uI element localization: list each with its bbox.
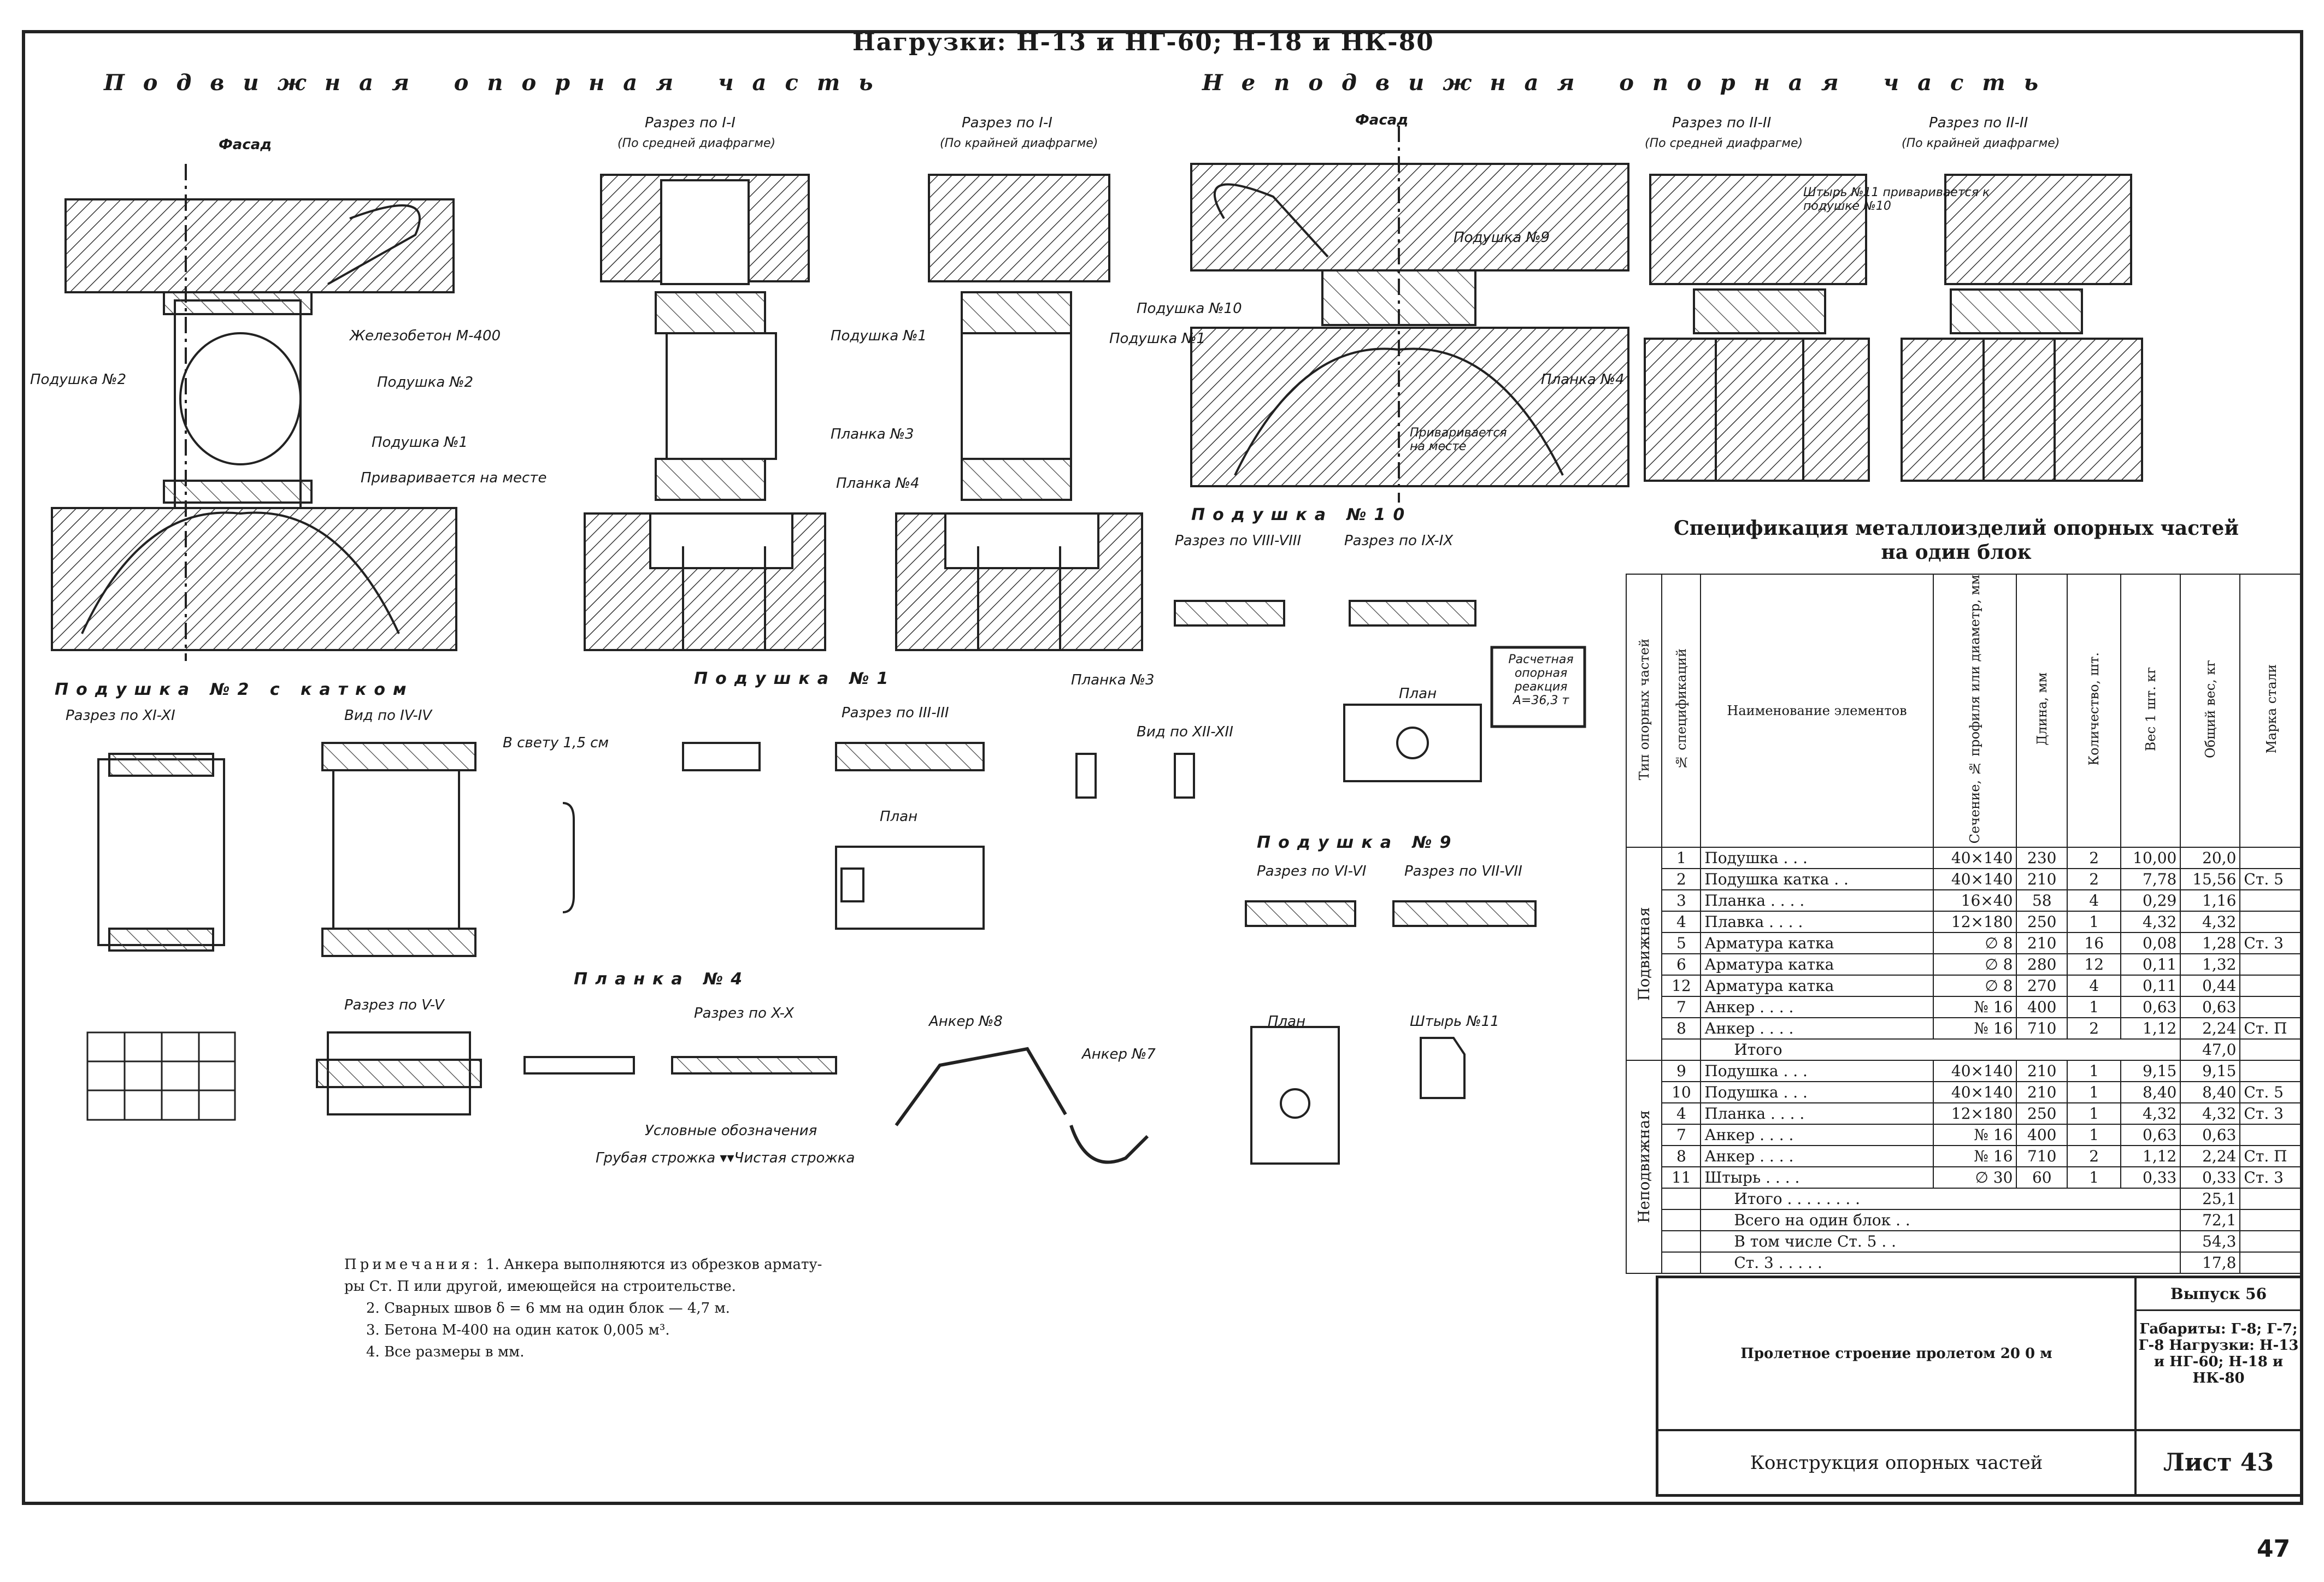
pad10-title: Подушка №10 xyxy=(1191,505,1413,524)
section-9-label: Разрез по IX-IX xyxy=(1344,533,1454,549)
section-1-mid-label: Разрез по I-I xyxy=(645,115,736,131)
pad2-roller-title: Подушка №2 с катком xyxy=(55,680,414,699)
concrete-label: Железобетон М-400 xyxy=(350,328,501,344)
movable-bearing-heading: Подвижная опорная часть xyxy=(104,70,892,96)
plate4-label: Планка №4 xyxy=(836,475,920,492)
stamp-project: Пролетное строение пролетом 20 0 м xyxy=(1658,1278,2137,1431)
facade-label: Фасад xyxy=(219,137,272,153)
spec-title: Спецификация металлоизделий опорных част… xyxy=(1673,517,2239,564)
plan-label: План xyxy=(880,808,918,825)
section-1-mid-sub: (По средней диафрагме) xyxy=(617,137,776,150)
weld-label: Приваривается на месте xyxy=(361,470,547,486)
anchor8-label: Анкер №8 xyxy=(929,1013,1003,1030)
spec-header-row: Тип опорных частей № спецификаций Наимен… xyxy=(1625,573,2303,848)
spec-group-label: Неподвижная xyxy=(1626,1060,1662,1274)
stamp-subject: Конструкция опорных частей xyxy=(1658,1431,2137,1494)
section-11-label: Разрез по XI-XI xyxy=(66,707,175,724)
legend-items: Грубая строжка ▾▾Чистая строжка xyxy=(596,1150,855,1166)
stamp-issue: Выпуск 56 xyxy=(2137,1278,2301,1311)
section-10-label: Разрез по X-X xyxy=(694,1005,794,1022)
section-2-mid-sub: (По средней диафрагме) xyxy=(1645,137,1803,150)
plate3-title: Планка №3 xyxy=(1071,672,1155,688)
title-stamp: Пролетное строение пролетом 20 0 м Выпус… xyxy=(1656,1276,2303,1497)
pad1-label-fixed: Подушка №1 xyxy=(1109,330,1206,347)
pad1-label: Подушка №1 xyxy=(372,434,468,451)
legend-title: Условные обозначения xyxy=(645,1123,817,1139)
notes-block: Примечания: 1. Анкера выполняются из обр… xyxy=(344,1254,1000,1363)
spec-group-label: Подвижная xyxy=(1626,847,1662,1061)
section-2-edge-label: Разрез по II-II xyxy=(1929,115,2028,131)
note-4: 4. Все размеры в мм. xyxy=(366,1344,525,1360)
pad9-label: Подушка №9 xyxy=(1454,229,1550,246)
section-3-label: Разрез по III-III xyxy=(842,705,949,721)
pad1-label-section: Подушка №1 xyxy=(831,328,927,344)
view-12-label: Вид по XII-XII xyxy=(1137,724,1233,740)
pad1-title: Подушка №1 xyxy=(694,669,896,688)
table-total-row: Итого . . . . . . . .25,1 xyxy=(1626,1188,2303,1211)
anchor7-label: Анкер №7 xyxy=(1082,1046,1156,1062)
view-4-label: Вид по IV-IV xyxy=(344,707,432,724)
note-1: 1. Анкера выполняются из обрезков армату… xyxy=(486,1256,822,1273)
note-2: 2. Сварных швов δ = 6 мм на один блок — … xyxy=(366,1300,730,1317)
section-5-label: Разрез по V-V xyxy=(344,997,444,1013)
pad10-label: Подушка №10 xyxy=(1137,300,1242,317)
section-8-label: Разрез по VIII-VIII xyxy=(1175,533,1302,549)
fixed-bearing-heading: Неподвижная опорная часть xyxy=(1202,70,2057,96)
spec-table: Тип опорных частей № спецификаций Наимен… xyxy=(1625,573,2303,1274)
table-total-row: Ст. 3 . . . . .17,8 xyxy=(1626,1252,2303,1274)
pad2-label-left: Подушка №2 xyxy=(30,371,127,388)
facade-fixed-label: Фасад xyxy=(1355,112,1409,128)
plate3-label: Планка №3 xyxy=(831,426,914,442)
stamp-sheet: Лист 43 xyxy=(2163,1449,2274,1477)
plate4-label-fixed: Планка №4 xyxy=(1541,371,1625,388)
plan-label-3: План xyxy=(1268,1013,1306,1030)
weld-label-fixed: Приваривается на месте xyxy=(1410,426,1507,453)
section-2-mid-label: Разрез по II-II xyxy=(1672,115,1772,131)
plan-label-2: План xyxy=(1399,686,1437,702)
page-number: 47 xyxy=(2257,1535,2291,1563)
section-2-edge-sub: (По крайней диафрагме) xyxy=(1902,137,2060,150)
plate4-title: Планка №4 xyxy=(574,970,750,989)
clear-gap-label: В свету 1,5 см xyxy=(503,735,609,751)
note-3: 3. Бетона М-400 на один каток 0,005 м³. xyxy=(366,1322,670,1338)
sheet-title: Нагрузки: Н-13 и НГ-60; Н-18 и НК-80 xyxy=(852,28,1434,56)
pin11-label: Штырь №11 xyxy=(1410,1013,1499,1030)
table-total-row: Всего на один блок . .72,1 xyxy=(1626,1209,2303,1232)
section-6-label: Разрез по VI-VI xyxy=(1257,863,1367,879)
pad9-title: Подушка №9 xyxy=(1257,833,1459,852)
notes-head: Примечания: xyxy=(344,1256,481,1273)
section-1-edge-sub: (По крайней диафрагме) xyxy=(940,137,1098,150)
note-1b: ры Ст. П или другой, имеющейся на строит… xyxy=(344,1278,736,1295)
pad2-label-right: Подушка №2 xyxy=(377,374,474,391)
section-7-label: Разрез по VII-VII xyxy=(1404,863,1522,879)
reaction-box: Расчетная опорная реакция А=36,3 т xyxy=(1508,653,1574,707)
pin-note-label: Штырь №11 приваривается к подушке №10 xyxy=(1803,186,1990,213)
stamp-params: Габариты: Г-8; Г-7; Г-8 Нагрузки: Н-13 и… xyxy=(2137,1311,2301,1431)
table-total-row: В том числе Ст. 5 . .54,3 xyxy=(1626,1230,2303,1253)
section-1-edge-label: Разрез по I-I xyxy=(962,115,1052,131)
